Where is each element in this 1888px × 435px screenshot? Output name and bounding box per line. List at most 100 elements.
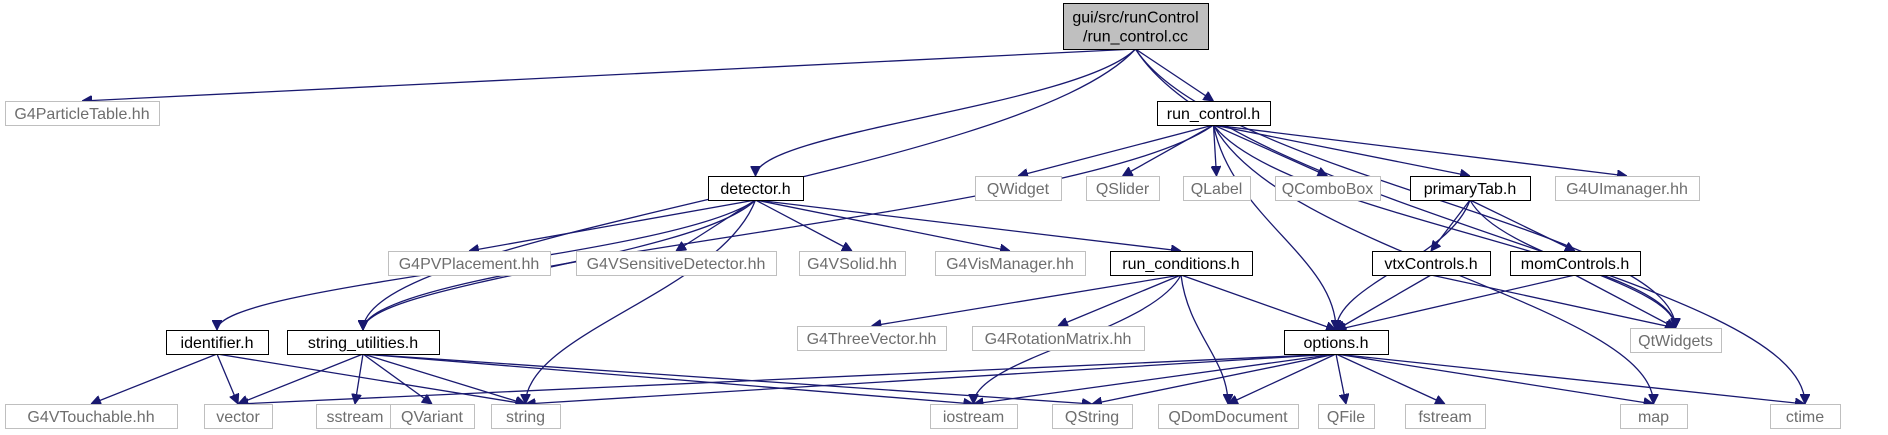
node-qvariant[interactable]: QVariant — [390, 404, 475, 429]
node-box — [1620, 404, 1688, 429]
node-box — [1630, 328, 1722, 353]
node-string[interactable]: string — [491, 404, 561, 429]
node-ctime[interactable]: ctime — [1770, 404, 1841, 429]
node-label: run_control.h — [1167, 106, 1260, 123]
node-box — [390, 404, 475, 429]
node-label: QFile — [1327, 409, 1365, 426]
node-vector[interactable]: vector — [204, 404, 273, 429]
node-g4uimanager[interactable]: G4UImanager.hh — [1555, 176, 1700, 201]
edge-run-conditions-to-options — [1180, 274, 1336, 330]
node-g4vtouchable[interactable]: G4VTouchable.hh — [5, 404, 178, 429]
node-g4vsensitive[interactable]: G4VSensitiveDetector.hh — [576, 251, 777, 276]
node-box — [1410, 176, 1531, 201]
node-box — [1157, 101, 1271, 126]
node-label: vector — [216, 409, 260, 426]
node-label: sstream — [327, 409, 384, 426]
node-box — [1770, 404, 1841, 429]
edge-vtxcontrols-to-options — [1336, 274, 1432, 331]
node-label: G4ThreeVector.hh — [807, 331, 937, 348]
node-label: map — [1638, 409, 1669, 426]
node-box — [1086, 176, 1160, 201]
node-box — [1510, 251, 1641, 276]
node-label: string_utilities.h — [308, 335, 418, 352]
node-qlabel[interactable]: QLabel — [1183, 176, 1251, 201]
node-fstream[interactable]: fstream — [1405, 404, 1486, 429]
node-label: QLabel — [1191, 181, 1243, 198]
node-label: G4PVPlacement.hh — [399, 256, 540, 273]
edge-options-to-qstring — [1092, 353, 1337, 404]
node-box — [972, 326, 1145, 351]
node-label: run_conditions.h — [1122, 256, 1239, 273]
node-label: vtxControls.h — [1384, 256, 1477, 273]
node-box — [316, 404, 395, 429]
edge-identifier-to-string — [216, 353, 526, 404]
edge-root-to-string-utilities — [363, 48, 1136, 330]
node-vtxcontrols[interactable]: vtxControls.h — [1372, 251, 1491, 276]
node-run-control-h[interactable]: run_control.h — [1157, 101, 1271, 126]
node-g4vismanager[interactable]: G4VisManager.hh — [935, 251, 1086, 276]
node-box — [166, 330, 269, 355]
edge-momcontrols-to-options — [1336, 274, 1576, 330]
edge-run-control-h-to-options — [1212, 124, 1337, 330]
node-box — [799, 251, 906, 276]
node-label: G4RotationMatrix.hh — [985, 331, 1132, 348]
node-label: ctime — [1786, 409, 1824, 426]
edge-string-utilities-to-string — [362, 353, 526, 404]
node-label: detector.h — [720, 181, 790, 198]
edge-run-control-h-to-qlabel — [1214, 124, 1217, 176]
node-g4vsolid[interactable]: G4VSolid.hh — [799, 251, 906, 276]
edge-identifier-to-vector — [216, 353, 238, 404]
node-box — [708, 176, 804, 201]
node-g4rotationmatrix[interactable]: G4RotationMatrix.hh — [972, 326, 1145, 351]
node-label: G4VSolid.hh — [807, 256, 897, 273]
node-sstream[interactable]: sstream — [316, 404, 395, 429]
edge-root-to-g4particletable — [82, 48, 1136, 101]
edge-run-conditions-to-qdomdocument — [1180, 274, 1228, 404]
node-iostream[interactable]: iostream — [930, 404, 1018, 429]
node-identifier[interactable]: identifier.h — [166, 330, 269, 355]
edge-options-to-map — [1335, 353, 1654, 404]
node-qdomdocument[interactable]: QDomDocument — [1158, 404, 1299, 429]
node-qstring[interactable]: QString — [1052, 404, 1133, 429]
node-run-conditions[interactable]: run_conditions.h — [1110, 251, 1253, 276]
node-box — [1405, 404, 1486, 429]
node-detector[interactable]: detector.h — [708, 176, 804, 201]
node-label: gui/src/runControl — [1072, 10, 1198, 27]
node-box — [1063, 3, 1209, 50]
node-label: identifier.h — [181, 335, 254, 352]
node-qfile[interactable]: QFile — [1318, 404, 1375, 429]
edge-options-to-qfile — [1335, 353, 1346, 404]
node-box — [1158, 404, 1299, 429]
node-g4pvplacement[interactable]: G4PVPlacement.hh — [388, 251, 551, 276]
node-map[interactable]: map — [1620, 404, 1688, 429]
edge-run-control-h-to-string-utilities — [363, 124, 1214, 330]
node-box — [797, 326, 947, 351]
node-box — [930, 404, 1018, 429]
node-label: G4UImanager.hh — [1566, 181, 1688, 198]
edge-primarytab-to-momcontrols — [1469, 199, 1575, 251]
node-options[interactable]: options.h — [1284, 330, 1389, 355]
edge-detector-to-g4vsolid — [755, 199, 853, 252]
node-momcontrols[interactable]: momControls.h — [1510, 251, 1641, 276]
node-label: G4ParticleTable.hh — [14, 106, 149, 123]
node-root[interactable]: gui/src/runControl/run_control.cc — [1063, 3, 1209, 50]
node-g4threevector[interactable]: G4ThreeVector.hh — [797, 326, 947, 351]
node-qtwidgets[interactable]: QtWidgets — [1630, 328, 1722, 353]
node-box — [204, 404, 273, 429]
edge-run-conditions-to-g4rotationmatrix — [1058, 274, 1182, 326]
edge-options-to-string — [526, 353, 1337, 404]
edge-detector-to-g4vismanager — [755, 199, 1011, 251]
node-primarytab[interactable]: primaryTab.h — [1410, 176, 1531, 201]
edge-string-utilities-to-vector — [238, 353, 364, 404]
node-qwidget[interactable]: QWidget — [975, 176, 1062, 201]
node-string-utilities[interactable]: string_utilities.h — [287, 330, 440, 355]
edge-string-utilities-to-sstream — [355, 353, 364, 404]
node-label: momControls.h — [1521, 256, 1629, 273]
edge-options-to-iostream — [974, 353, 1337, 404]
edge-root-to-run-control-h — [1135, 48, 1214, 101]
node-qslider[interactable]: QSlider — [1086, 176, 1160, 201]
node-label: QVariant — [401, 409, 464, 426]
node-g4particletable[interactable]: G4ParticleTable.hh — [5, 101, 160, 126]
node-qcombobox[interactable]: QComboBox — [1275, 176, 1381, 201]
